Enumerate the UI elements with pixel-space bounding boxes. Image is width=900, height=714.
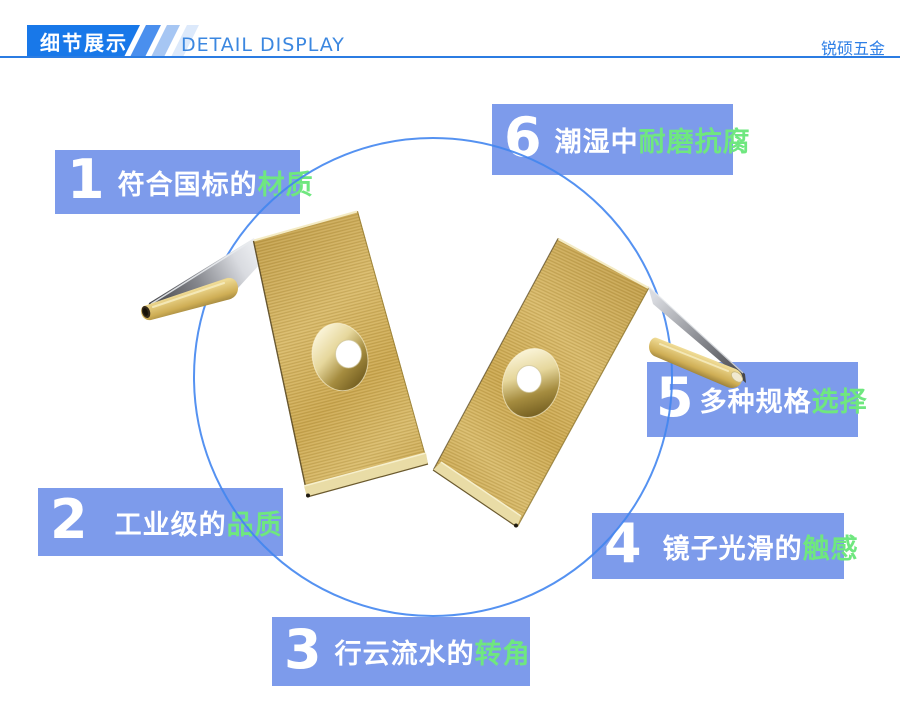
- callout-number: 3: [284, 617, 322, 681]
- brand-name: 锐硕五金: [820, 39, 885, 58]
- callout-number: 2: [50, 488, 88, 551]
- callout-text: 镜子光滑的触感: [663, 527, 859, 566]
- section-subtitle: DETAIL DISPLAY: [181, 34, 345, 56]
- callout-text-highlight: 选择: [811, 387, 868, 418]
- callout-number: 1: [67, 148, 105, 211]
- callout-text-white: 工业级的: [114, 509, 227, 541]
- callout-text-white: 潮湿中: [554, 127, 639, 158]
- callout-text: 多种规格选择: [700, 380, 868, 419]
- badge-label: 细节展示: [40, 30, 128, 55]
- callout-1: 1 符合国标的材质: [55, 148, 313, 214]
- decor-circle: [193, 137, 673, 617]
- callout-text-highlight: 转角: [474, 639, 531, 670]
- callout-text: 潮湿中耐磨抗腐: [555, 120, 751, 159]
- callout-3: 3 行云流水的转角: [272, 617, 530, 686]
- callout-4: 4 镜子光滑的触感: [592, 513, 858, 579]
- callout-text: 行云流水的转角: [335, 632, 531, 671]
- callout-text-highlight: 耐磨抗腐: [638, 127, 751, 158]
- callout-text-white: 镜子光滑的: [662, 533, 803, 565]
- callout-text-white: 行云流水的: [334, 639, 475, 670]
- header-divider: [0, 56, 900, 58]
- callout-5: 5 多种规格选择: [647, 362, 867, 437]
- callout-text-white: 符合国标的: [117, 169, 258, 201]
- section-badge: 细节展示: [27, 25, 140, 57]
- callout-text-highlight: 触感: [802, 533, 859, 565]
- callout-text-white: 多种规格: [699, 387, 812, 418]
